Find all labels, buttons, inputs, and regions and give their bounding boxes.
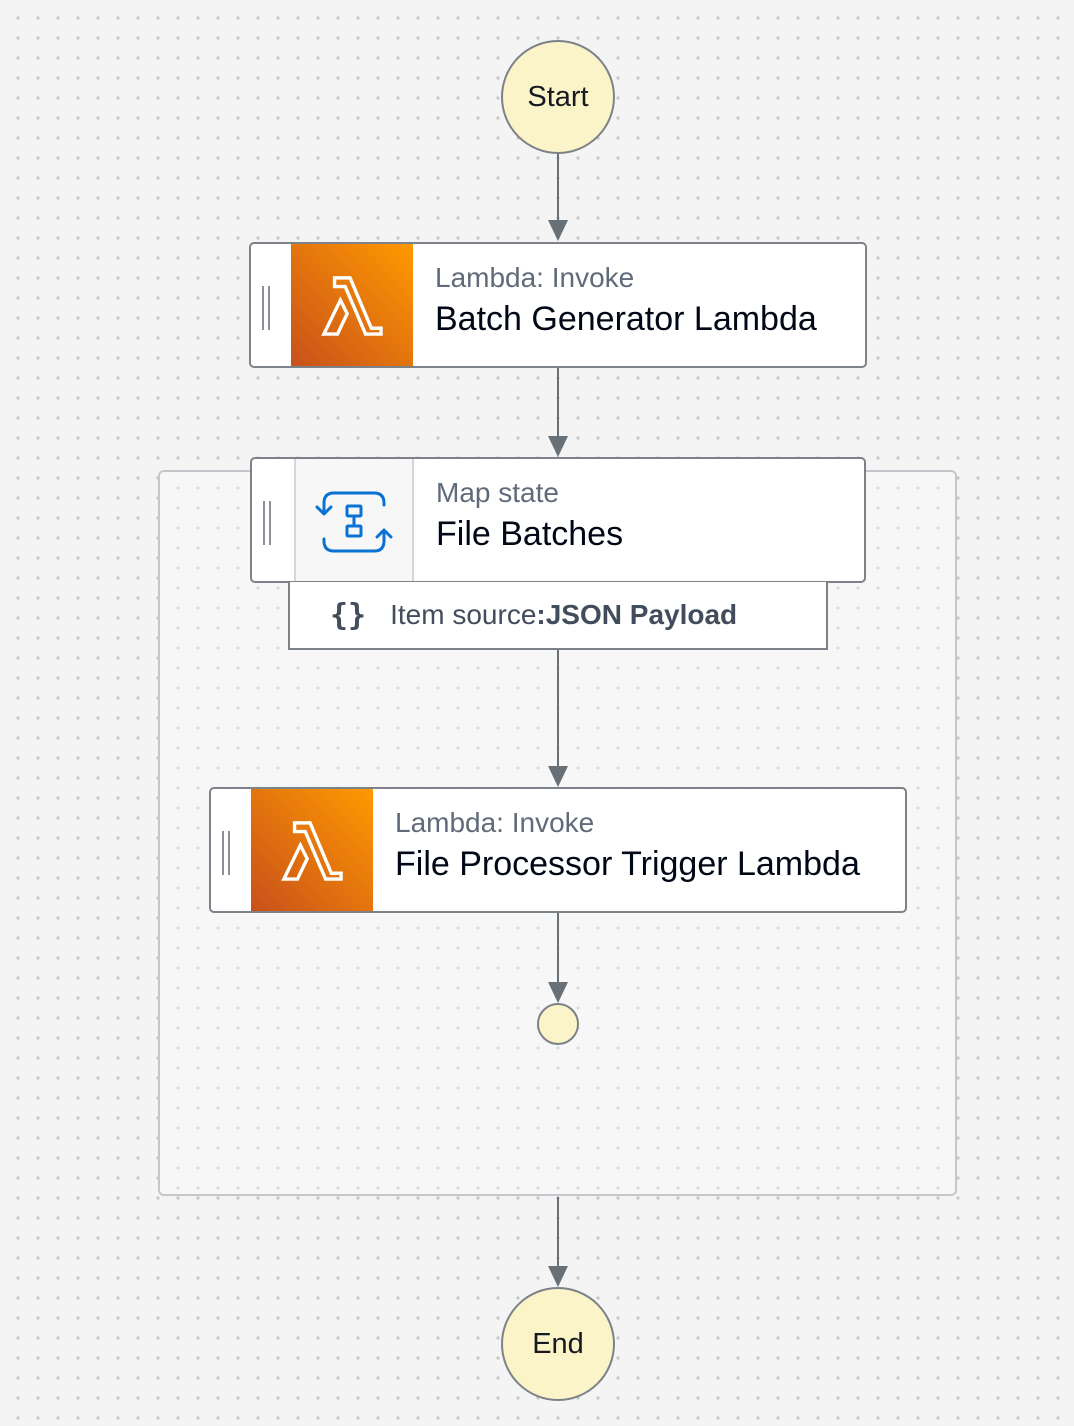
lambda-icon [251,789,373,911]
drag-handle-icon[interactable] [262,501,272,545]
state-file-processor-trigger-lambda[interactable]: Lambda: Invoke File Processor Trigger La… [209,787,907,913]
item-source-label: Item source [390,599,537,630]
start-label: Start [527,80,589,113]
item-source-value: JSON Payload [545,599,738,630]
state-name-label: File Batches [436,515,624,553]
end-label: End [532,1327,584,1360]
drag-handle-icon[interactable] [221,831,231,875]
state-file-batches-map[interactable]: Map state File Batches [250,457,866,583]
arrowhead [548,1266,568,1287]
arrowhead [548,982,568,1003]
lambda-icon [291,244,413,366]
start-node[interactable]: Start [501,40,615,154]
iteration-end-node[interactable] [537,1003,579,1045]
arrowhead [548,220,568,241]
map-state-icon [294,459,414,581]
state-name-label: Batch Generator Lambda [435,300,817,338]
item-source-separator: : [536,599,546,630]
state-type-label: Lambda: Invoke [395,807,595,838]
braces-icon: {} [330,597,367,633]
item-source-tab[interactable]: {} Item source: JSON Payload [288,582,828,650]
state-name-label: File Processor Trigger Lambda [395,845,860,883]
state-type-label: Lambda: Invoke [435,262,635,293]
drag-handle-icon[interactable] [261,286,271,330]
arrowhead [548,766,568,787]
state-type-label: Map state [436,477,559,508]
arrowhead [548,436,568,457]
end-node[interactable]: End [501,1287,615,1401]
state-batch-generator-lambda[interactable]: Lambda: Invoke Batch Generator Lambda [249,242,867,368]
